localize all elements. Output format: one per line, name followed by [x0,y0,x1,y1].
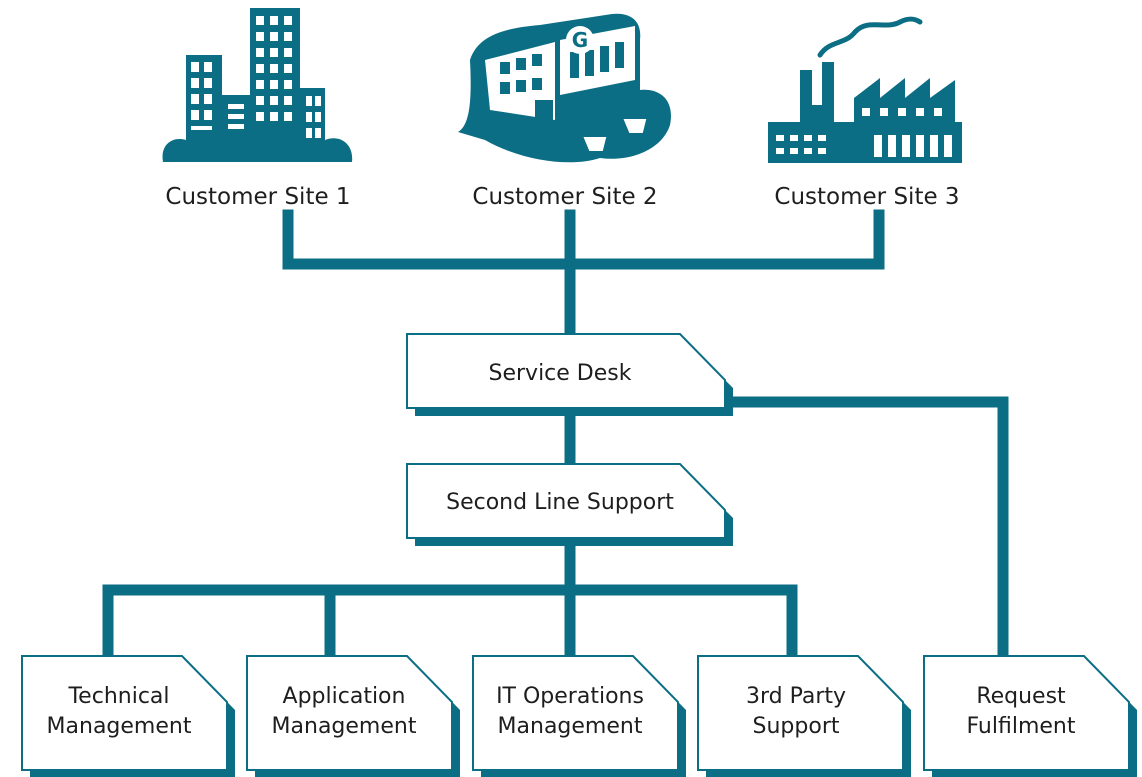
third-party-support-box: 3rd Party Support [697,655,911,777]
factory-icon [768,16,962,163]
application-management-line1: Application [283,684,406,709]
application-management-line2: Management [272,714,417,739]
second-line-support-box: Second Line Support [406,463,733,546]
second-line-support-label: Second Line Support [446,490,674,515]
it-operations-management-box: IT Operations Management [472,655,686,777]
third-party-support-line1: 3rd Party [746,684,846,709]
it-operations-management-line1: IT Operations [496,684,644,709]
site-label-3: Customer Site 3 [774,184,959,210]
connector-service-desk-to-request [719,396,1009,662]
site-label-1: Customer Site 1 [165,184,350,210]
technical-management-line1: Technical [67,684,169,709]
supermarket-store-icon: G [458,13,671,163]
connector-lines [102,209,1009,662]
application-management-box: Application Management [246,655,460,777]
service-desk-label: Service Desk [489,361,632,386]
technical-management-line2: Management [47,714,192,739]
office-buildings-icon [162,8,353,162]
request-fulfilment-line1: Request [976,684,1066,709]
it-operations-management-line2: Management [498,714,643,739]
site-label-2: Customer Site 2 [472,184,657,210]
svg-text:G: G [572,28,588,52]
request-fulfilment-box: Request Fulfilment [923,655,1137,777]
third-party-support-line2: Support [753,714,840,739]
request-fulfilment-line2: Fulfilment [966,714,1075,739]
technical-management-box: Technical Management [21,655,235,777]
service-desk-box: Service Desk [406,333,733,416]
